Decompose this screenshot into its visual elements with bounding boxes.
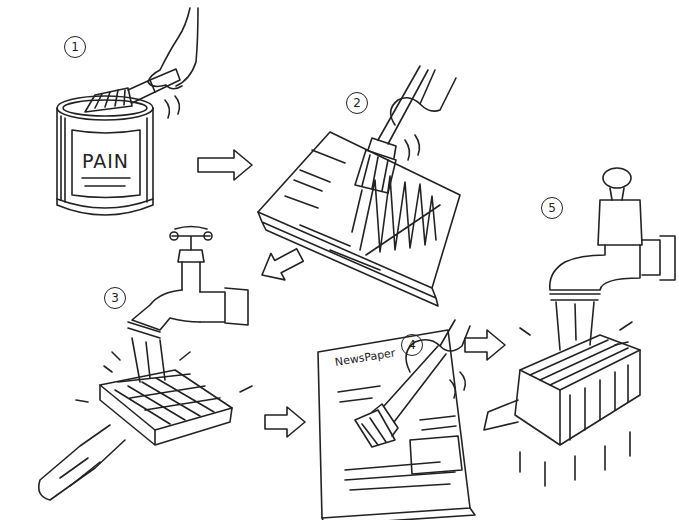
- brush-in-can: [85, 8, 198, 118]
- step-number: 5: [541, 197, 563, 219]
- motion-marks: [165, 96, 179, 118]
- hand: [148, 8, 198, 89]
- paint-can: [57, 96, 153, 215]
- brush-bristles: [520, 335, 640, 390]
- bristle-lines: [362, 418, 386, 445]
- water-stream: [556, 302, 594, 350]
- brush-ferrule: [372, 404, 398, 436]
- faucet-knob: [603, 168, 631, 188]
- faucet-body: [598, 200, 642, 245]
- water-drips: [520, 432, 630, 486]
- flow-arrow: [262, 249, 303, 280]
- faucet-stem: [610, 188, 624, 200]
- newsprint-box: [410, 436, 462, 474]
- faucet-right: [520, 168, 675, 350]
- newspaper-sheet-2: [318, 330, 475, 520]
- brush-rinsing: [484, 335, 640, 486]
- brush-side: [100, 385, 232, 445]
- brush-bristles: [85, 88, 132, 112]
- faucet-nut: [178, 250, 204, 262]
- step-number: 3: [104, 287, 126, 309]
- newspaper-sheet: [318, 330, 470, 518]
- flow-arrow: [198, 150, 252, 180]
- spout-rings: [550, 294, 600, 300]
- faucet-spout: [550, 245, 640, 290]
- newspaper-masthead: NewsPaper: [334, 346, 396, 368]
- step-panel: 5: [505, 165, 675, 505]
- brush-under-tap: [39, 370, 232, 500]
- step-panel: 1: [40, 15, 198, 225]
- step-number: 1: [64, 36, 86, 58]
- can-label-text: PAIN: [82, 150, 129, 172]
- faucet-pipe: [642, 236, 675, 280]
- label-lines: [82, 178, 130, 186]
- faucet-knob: [170, 232, 178, 240]
- faucet-pipe: [200, 288, 248, 325]
- newsprint-lines: [285, 150, 380, 270]
- bristle-lines: [95, 90, 125, 108]
- handle-grain: [60, 458, 100, 486]
- can-shading: [61, 116, 147, 202]
- bristle-hatching: [530, 340, 628, 440]
- brush-wiping: [355, 320, 470, 447]
- faucet-spout: [132, 290, 200, 330]
- bristle-hatching: [115, 374, 220, 424]
- brush-handle: [39, 425, 125, 500]
- step-panel: 2: [252, 85, 465, 255]
- motion-marks: [450, 372, 465, 398]
- can-label: [72, 130, 140, 198]
- faucet-left: [76, 227, 252, 403]
- faucet-body: [182, 262, 200, 292]
- brush-on-paper: [355, 66, 456, 193]
- flow-arrow: [265, 407, 305, 437]
- stacked-sheets: [322, 508, 475, 520]
- brush-bristles: [355, 150, 396, 193]
- stacked-sheets: [258, 212, 438, 306]
- flow-arrow: [465, 330, 505, 360]
- bristle-lines: [362, 155, 388, 191]
- hand: [391, 70, 456, 125]
- brush-ferrule: [128, 80, 155, 103]
- newspaper-stack: [258, 132, 460, 306]
- brush-handle: [484, 400, 518, 430]
- faucet-knob: [204, 232, 212, 240]
- brush-side: [515, 350, 640, 445]
- motion-marks: [405, 135, 419, 160]
- step-number: 2: [346, 92, 368, 114]
- spout-rings: [128, 322, 160, 338]
- step-number: 4: [401, 334, 423, 356]
- can-body: [57, 108, 153, 215]
- step-panel: 3: [40, 275, 265, 515]
- brush-bristles: [100, 370, 232, 430]
- brush-ferrule: [368, 138, 396, 158]
- can-bottom-rim: [57, 199, 153, 208]
